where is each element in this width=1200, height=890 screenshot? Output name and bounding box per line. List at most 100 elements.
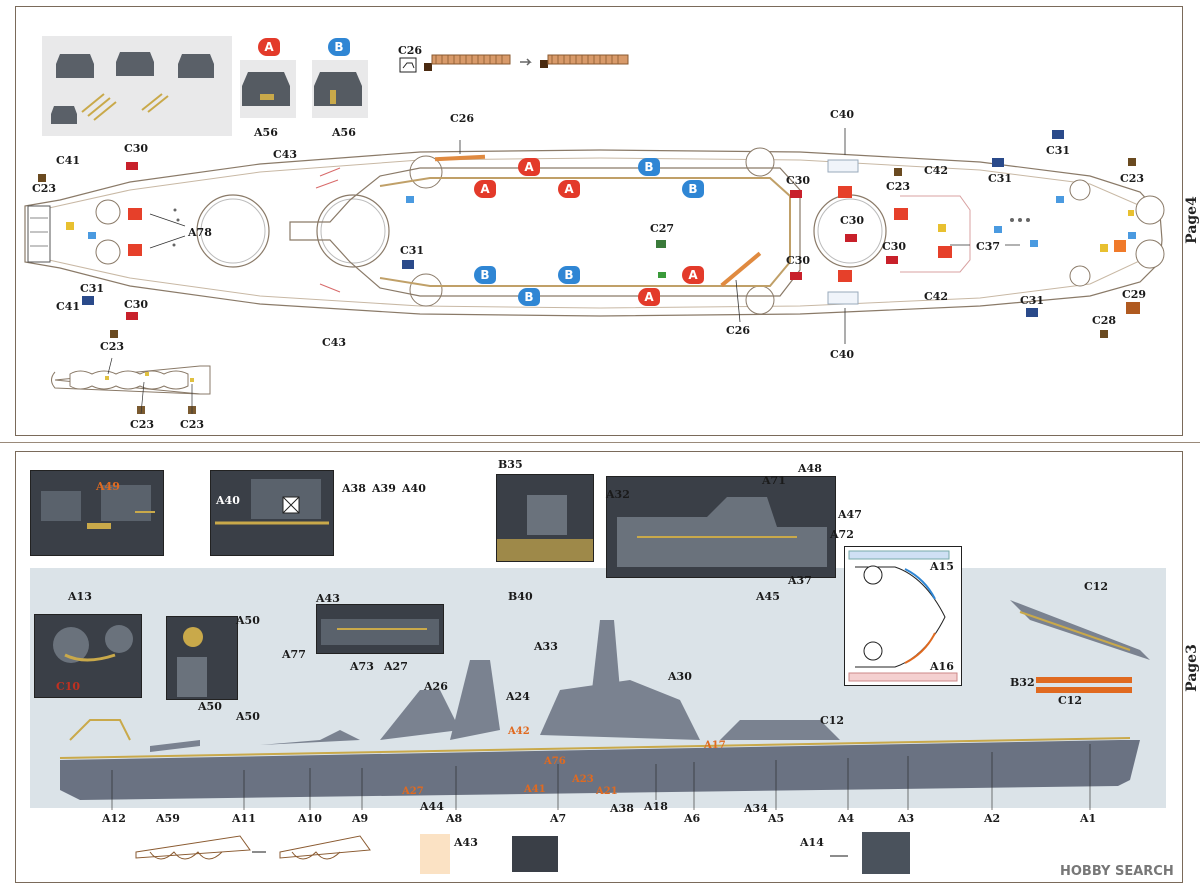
turret-parts-drawing — [51, 52, 214, 124]
turret-a-badge: A — [258, 38, 280, 56]
label-a10: A10 — [298, 812, 322, 825]
label-a50-mid: A50 — [198, 700, 222, 713]
label-a78: A78 — [188, 226, 212, 239]
label-orange-a23: A23 — [572, 774, 594, 785]
turret-a-5: A — [682, 266, 704, 284]
a49-detail-photo — [30, 470, 164, 556]
label-a50-top: A50 — [236, 614, 260, 627]
label-c30-2: C30 — [124, 298, 149, 311]
label-a37: A37 — [788, 574, 812, 587]
label-c23-bottom-a: C23 — [130, 418, 155, 431]
label-a2: A2 — [984, 812, 1001, 825]
label-c42-bottom: C42 — [924, 290, 949, 303]
label-c30-1: C30 — [124, 142, 149, 155]
label-c23-bottom-b: C23 — [180, 418, 205, 431]
label-c23-right-top: C23 — [886, 180, 911, 193]
label-a9: A9 — [352, 812, 369, 825]
label-a13: A13 — [68, 590, 92, 603]
a56-photo-a — [240, 60, 296, 118]
page3-label: Page3 — [1183, 644, 1200, 692]
label-c42-top: C42 — [924, 164, 949, 177]
label-c12-low: C12 — [1058, 694, 1083, 707]
label-c26-mid: C26 — [450, 112, 475, 125]
label-a27-top: A27 — [384, 660, 408, 673]
label-c29: C29 — [1122, 288, 1147, 301]
label-c23-far-right: C23 — [1120, 172, 1145, 185]
label-a44: A44 — [420, 800, 444, 813]
label-a33: A33 — [534, 640, 558, 653]
label-orange-a21: A21 — [596, 786, 618, 797]
label-a38: A38 — [342, 482, 366, 495]
label-a49: A49 — [96, 480, 120, 493]
turret-parts-photo — [42, 36, 232, 136]
label-c31-1: C31 — [80, 282, 105, 295]
label-a8: A8 — [446, 812, 463, 825]
label-c31-4: C31 — [1046, 144, 1071, 157]
label-a47: A47 — [838, 508, 862, 521]
b35-detail-photo — [496, 474, 594, 562]
a50-detail-photo — [166, 616, 238, 700]
label-c30-5: C30 — [840, 214, 865, 227]
label-a71: A71 — [762, 474, 786, 487]
label-a24: A24 — [506, 690, 530, 703]
label-b32: B32 — [1010, 676, 1035, 689]
label-c27: C27 — [650, 222, 675, 235]
label-c31-5: C31 — [1020, 294, 1045, 307]
a56-photo-b — [312, 60, 368, 118]
label-a26: A26 — [424, 680, 448, 693]
turret-b-4: B — [558, 266, 580, 284]
label-a1: A1 — [1080, 812, 1097, 825]
label-a50-bottom: A50 — [236, 710, 260, 723]
label-c23-bottom-top: C23 — [100, 340, 125, 353]
label-a32: A32 — [606, 488, 630, 501]
label-c43-top: C43 — [273, 148, 298, 161]
superstructure-detail-photo — [606, 476, 836, 578]
label-orange-a17: A17 — [704, 740, 726, 751]
label-a73: A73 — [350, 660, 374, 673]
label-a38-bottom: A38 — [610, 802, 634, 815]
label-c31-3: C31 — [988, 172, 1013, 185]
label-a34: A34 — [744, 802, 768, 815]
label-a45: A45 — [756, 590, 780, 603]
label-a56-left: A56 — [254, 126, 278, 139]
turret-b-3: B — [474, 266, 496, 284]
turret-b-2: B — [682, 180, 704, 198]
label-c23-left: C23 — [32, 182, 57, 195]
label-a40b: A40 — [402, 482, 426, 495]
turret-a-1: A — [474, 180, 496, 198]
label-c12-top: C12 — [1084, 580, 1109, 593]
label-c31-2: C31 — [400, 244, 425, 257]
label-c30-4: C30 — [786, 254, 811, 267]
label-a4: A4 — [838, 812, 855, 825]
a40-detail-photo — [210, 470, 334, 556]
a43-a73-detail-photo — [316, 604, 444, 654]
label-a14: A14 — [800, 836, 824, 849]
label-a5: A5 — [768, 812, 785, 825]
label-b40: B40 — [508, 590, 533, 603]
label-a43-top: A43 — [316, 592, 340, 605]
label-c30-6: C30 — [882, 240, 907, 253]
label-a15: A15 — [930, 560, 954, 573]
label-a7: A7 — [550, 812, 567, 825]
a13-detail-photo — [34, 614, 142, 698]
label-a30: A30 — [668, 670, 692, 683]
label-a39: A39 — [372, 482, 396, 495]
label-c12-mid: C12 — [820, 714, 845, 727]
a15-a16-diagram — [844, 546, 962, 686]
label-a16: A16 — [930, 660, 954, 673]
turret-a-4: A — [638, 288, 660, 306]
label-a18: A18 — [644, 800, 668, 813]
hobby-search-watermark: HOBBY SEARCH — [1060, 864, 1174, 879]
label-c41-bottom: C41 — [56, 300, 81, 313]
label-a77: A77 — [282, 648, 306, 661]
turret-b-1: B — [638, 158, 660, 176]
label-c28: C28 — [1092, 314, 1117, 327]
label-a12: A12 — [102, 812, 126, 825]
turret-a-3: A — [558, 180, 580, 198]
label-c40-top: C40 — [830, 108, 855, 121]
label-c30-3: C30 — [786, 174, 811, 187]
turret-b-badge: B — [328, 38, 350, 56]
label-c43-bottom: C43 — [322, 336, 347, 349]
label-a48: A48 — [798, 462, 822, 475]
label-c40-bottom: C40 — [830, 348, 855, 361]
